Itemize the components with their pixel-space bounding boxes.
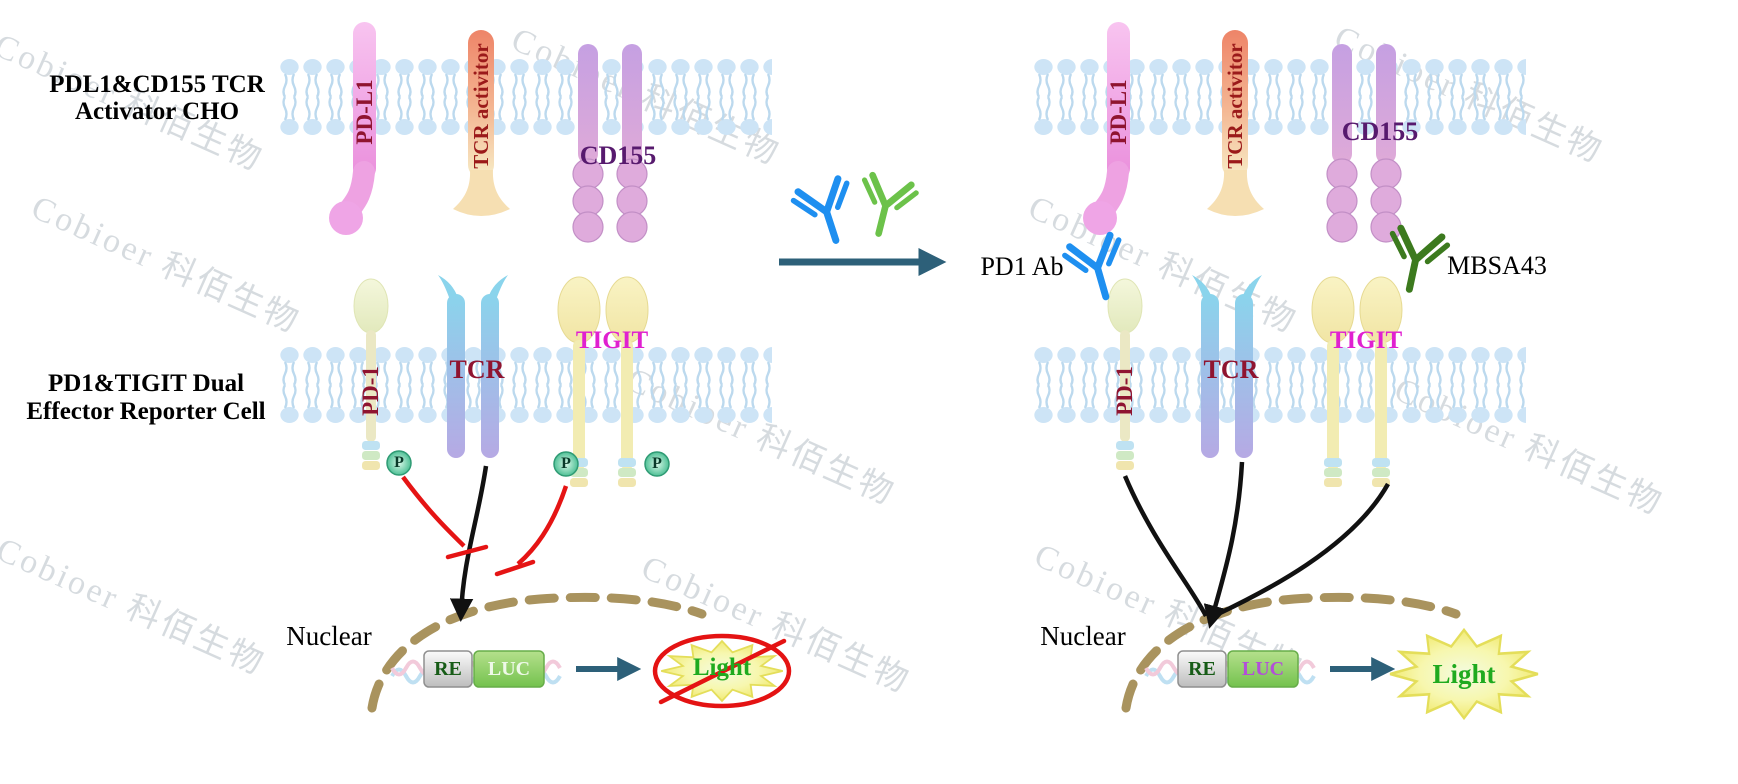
- pd1-ab-label: PD1 Ab: [980, 252, 1064, 282]
- tcr-signal-arrow-left: [449, 465, 489, 623]
- re-label-left: RE: [434, 657, 462, 680]
- phospho-label-tigit-2: P: [652, 454, 662, 472]
- light-label-blocked: Light: [692, 653, 752, 681]
- pd1-label-left: PD-1: [357, 366, 383, 416]
- left-panel: [277, 22, 792, 709]
- effector-cell-title-line1: PD1&TIGIT Dual: [47, 369, 245, 397]
- tcr-label-left: TCR: [449, 355, 505, 385]
- light-label-active: Light: [1432, 658, 1496, 689]
- phospho-label-pd1: P: [394, 453, 404, 471]
- no-symbol-slash: [658, 638, 787, 705]
- tcr-label-right: TCR: [1203, 355, 1259, 385]
- nucleus-left: [372, 597, 702, 708]
- re-label-right: RE: [1188, 657, 1216, 680]
- tcr-signal-arrow-right: [1203, 461, 1245, 629]
- treatment-step: [779, 174, 947, 276]
- luc-label-left: LUC: [487, 657, 531, 680]
- pd1-inhibition-line: [401, 475, 466, 548]
- effector-membrane-right: [1031, 274, 1527, 488]
- effector-membrane-left: [277, 274, 773, 488]
- nuclear-label-left: Nuclear: [286, 620, 372, 651]
- tcr-activator-label-right: TCR activitor: [1222, 43, 1247, 169]
- mbsa43-label: MBSA43: [1447, 251, 1547, 281]
- tigit-inhibition-bar: [494, 559, 536, 577]
- tigit-label-right: TIGIT: [1329, 326, 1403, 354]
- luc-label-right: LUC: [1241, 657, 1285, 680]
- pd1-signal-line: [1122, 475, 1208, 618]
- pd1-inhibition-bar: [445, 544, 489, 560]
- tigit-inhibition-line: [516, 485, 569, 566]
- nuclear-label-right: Nuclear: [1040, 620, 1126, 651]
- right-panel: [1031, 22, 1540, 720]
- activator-cell-title-line2: Activator CHO: [74, 97, 240, 125]
- antibody-green-icon: [853, 174, 918, 240]
- effector-cell-title-line2: Effector Reporter Cell: [26, 397, 266, 425]
- antibody-blue-icon: [791, 177, 862, 249]
- pd1-label-right: PD-1: [1111, 366, 1137, 416]
- tigit-label-left: TIGIT: [575, 326, 649, 354]
- cd155-label-left: CD155: [579, 141, 657, 171]
- pdl1-label-right: PD-L1: [1105, 79, 1131, 145]
- pdl1-label-left: PD-L1: [351, 79, 377, 145]
- cd155-label-right: CD155: [1341, 117, 1419, 147]
- tigit-signal-line: [1217, 482, 1390, 617]
- tcr-activator-label-left: TCR activitor: [468, 43, 493, 169]
- no-symbol-ellipse: [652, 633, 792, 709]
- phospho-circles: [386, 450, 670, 477]
- activator-cell-title-line1: PDL1&CD155 TCR: [49, 70, 265, 98]
- phospho-label-tigit-1: P: [561, 454, 571, 472]
